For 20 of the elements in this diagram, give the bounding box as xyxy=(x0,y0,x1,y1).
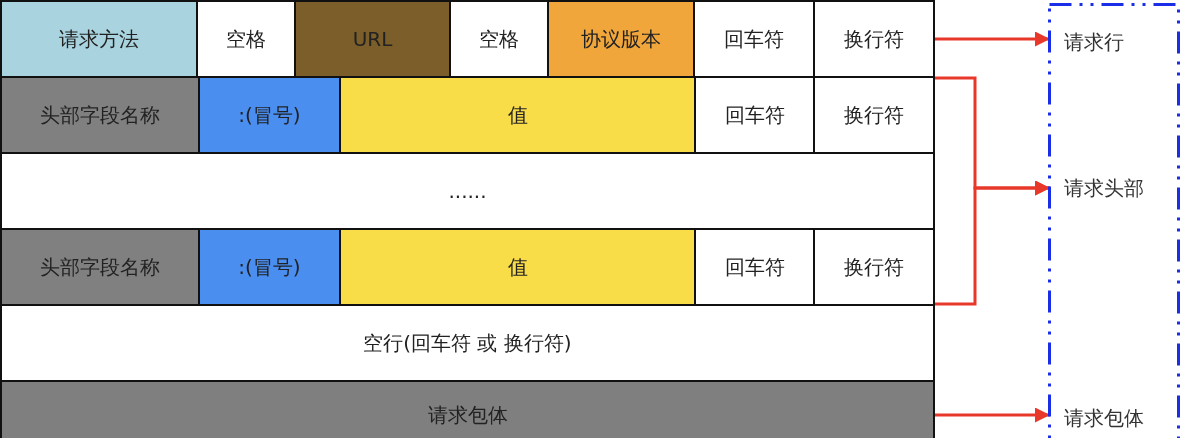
field-cell: 请求包体 xyxy=(0,380,935,438)
field-cell: 头部字段名称 xyxy=(0,228,200,306)
field-cell: 值 xyxy=(339,76,696,154)
section-label: 请求行 xyxy=(1048,25,1178,59)
field-cell: :(冒号) xyxy=(198,228,341,306)
field-cell: 头部字段名称 xyxy=(0,76,200,154)
field-cell: 值 xyxy=(339,228,696,306)
field-cell: :(冒号) xyxy=(198,76,341,154)
arrow xyxy=(935,407,1050,423)
dashed-group-frame xyxy=(1048,3,1180,438)
section-label: 请求包体 xyxy=(1048,401,1178,435)
field-cell: ...... xyxy=(0,152,935,230)
arrow xyxy=(935,31,1050,47)
field-cell: URL xyxy=(294,0,451,78)
field-cell: 请求方法 xyxy=(0,0,198,78)
field-cell: 协议版本 xyxy=(547,0,695,78)
field-cell: 换行符 xyxy=(813,0,935,78)
field-cell: 空行(回车符 或 换行符) xyxy=(0,304,935,382)
section-label: 请求头部 xyxy=(1048,171,1178,205)
arrow xyxy=(935,180,1050,306)
